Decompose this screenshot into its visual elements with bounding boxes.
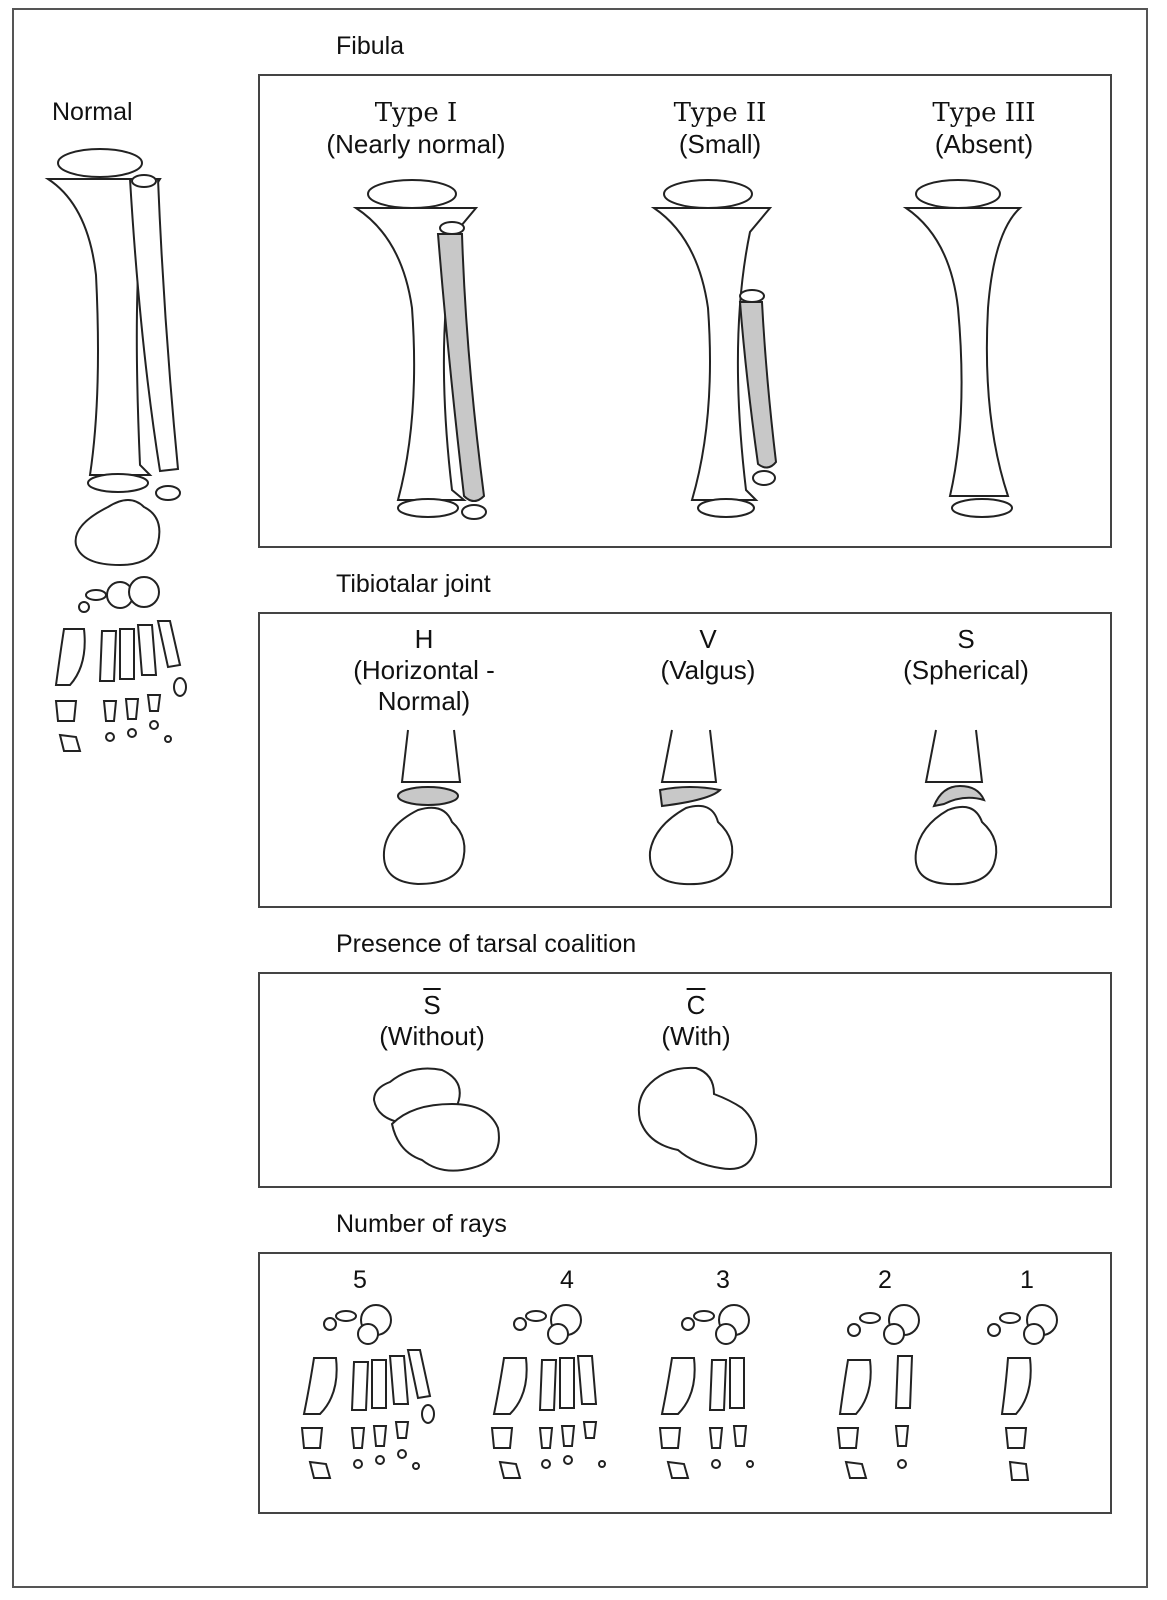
fibula-type-1-desc: (Nearly normal) [266,129,566,160]
type1-tibia-distal-epiphysis [398,499,458,517]
normal-metatarsal-5 [158,621,180,667]
coalition-with-desc: (With) [546,1021,846,1052]
rays-5-drawing [296,1304,456,1494]
normal-cuboid [129,577,159,607]
h-epiphysis-shaded [398,787,458,805]
fibula-type-3-title: Type III [834,98,1134,129]
rays-count-4: 4 [560,1266,574,1295]
rays-count-2: 2 [878,1266,892,1295]
fibula-type-3-desc: (Absent) [834,129,1134,160]
normal-tibia-distal-epiphysis [88,474,148,492]
fibula-type-3-drawing [906,178,1076,528]
normal-fibula-distal-epiphysis [156,486,180,500]
normal-label: Normal [52,98,133,127]
type2-fibula-cap [740,290,764,302]
normal-phalanx-4a [148,695,160,711]
normal-phalanx-2b [106,733,114,741]
normal-metatarsal-4 [138,625,156,675]
normal-phalanx-5a [174,678,186,696]
fibula-type-1-drawing [352,178,522,528]
tibiotalar-s-desc: (Spherical) [816,655,1116,686]
rays-count-3: 3 [716,1266,730,1295]
fibula-type-1-title: Type I [266,98,566,129]
v-epiphysis-shaded [660,787,720,806]
normal-metatarsal-3 [120,629,134,679]
rays-2-drawing [832,1304,942,1494]
s-epiphysis-shaded [934,786,984,806]
type2-tibia-epiphysis [664,180,752,208]
normal-phalanx-1b [60,735,80,751]
rays-section-title: Number of rays [336,1210,507,1239]
tibiotalar-v-label: V (Valgus) [558,624,858,686]
type1-fibula-distal-epiphysis [462,505,486,519]
normal-talus-calcaneus [76,500,160,565]
coalition-without-desc: (Without) [282,1021,582,1052]
tibiotalar-section-title: Tibiotalar joint [336,570,491,599]
normal-metatarsal-2 [100,631,116,681]
tibiotalar-s-label: S (Spherical) [816,624,1116,686]
normal-phalanx-3b [128,729,136,737]
tibiotalar-h-title: H [274,624,574,655]
fibula-type-2-label: Type II (Small) [570,98,870,160]
normal-cuneiform [86,590,106,600]
normal-phalanx-2a [104,701,116,721]
fibula-type-2-title: Type II [570,98,870,129]
type2-fibula-shaded [740,302,776,468]
coalition-with-label: C (With) [546,990,846,1052]
type1-tibia-epiphysis [368,180,456,208]
tibiotalar-h-drawing [378,730,498,890]
rays-1-drawing [980,1304,1080,1494]
coalition-without-drawing [372,1060,522,1180]
tibiotalar-h-desc: (Horizontal - [274,655,574,686]
normal-metatarsal-1 [56,629,85,685]
normal-leg-drawing [40,145,240,765]
s-tibia-lines [926,730,982,782]
h-tibia-lines [402,730,460,782]
normal-tibia-proximal-epiphysis [58,149,142,177]
coalition-with-symbol: C [546,990,846,1021]
normal-phalanx-3a [126,699,138,719]
normal-phalanx-4b [150,721,158,729]
fibula-type-3-label: Type III (Absent) [834,98,1134,160]
rays-4-drawing [486,1304,626,1494]
normal-fibula-cap [132,175,156,187]
rays-3-drawing [654,1304,774,1494]
tibiotalar-v-desc: (Valgus) [558,655,858,686]
tibiotalar-h-label: H (Horizontal - Normal) [274,624,574,717]
tibiotalar-v-drawing [640,730,760,890]
type3-tibia-distal-epiphysis [952,499,1012,517]
fibula-type-2-drawing [652,178,822,528]
rays-count-5: 5 [353,1266,367,1295]
rays-count-1: 1 [1020,1266,1034,1295]
type3-tibia [906,208,1020,496]
without-calcaneus [392,1104,499,1171]
type3-tibia-epiphysis [916,180,1000,208]
fibula-type-1-label: Type I (Nearly normal) [266,98,566,160]
type2-tibia-distal-epiphysis [698,499,754,517]
tibiotalar-h-desc2: Normal) [274,686,574,717]
fibula-type-2-desc: (Small) [570,129,870,160]
normal-sesamoid [79,602,89,612]
type2-fibula-distal-epiphysis [753,471,775,485]
fibula-section-title: Fibula [336,32,404,61]
tibiotalar-s-drawing [904,730,1024,890]
s-talus [916,807,997,884]
type1-fibula-cap [440,222,464,234]
coalition-section-title: Presence of tarsal coalition [336,930,636,959]
coalition-with-drawing [634,1064,784,1184]
tibiotalar-v-title: V [558,624,858,655]
coalition-without-symbol: S [282,990,582,1021]
coalition-without-label: S (Without) [282,990,582,1052]
v-talus [650,806,732,884]
normal-phalanx-5b [165,736,171,742]
h-talus [384,808,465,884]
with-talocalcaneal-mass [639,1068,756,1169]
v-tibia-lines [662,730,716,782]
tibiotalar-s-title: S [816,624,1116,655]
normal-phalanx-1a [56,701,76,721]
